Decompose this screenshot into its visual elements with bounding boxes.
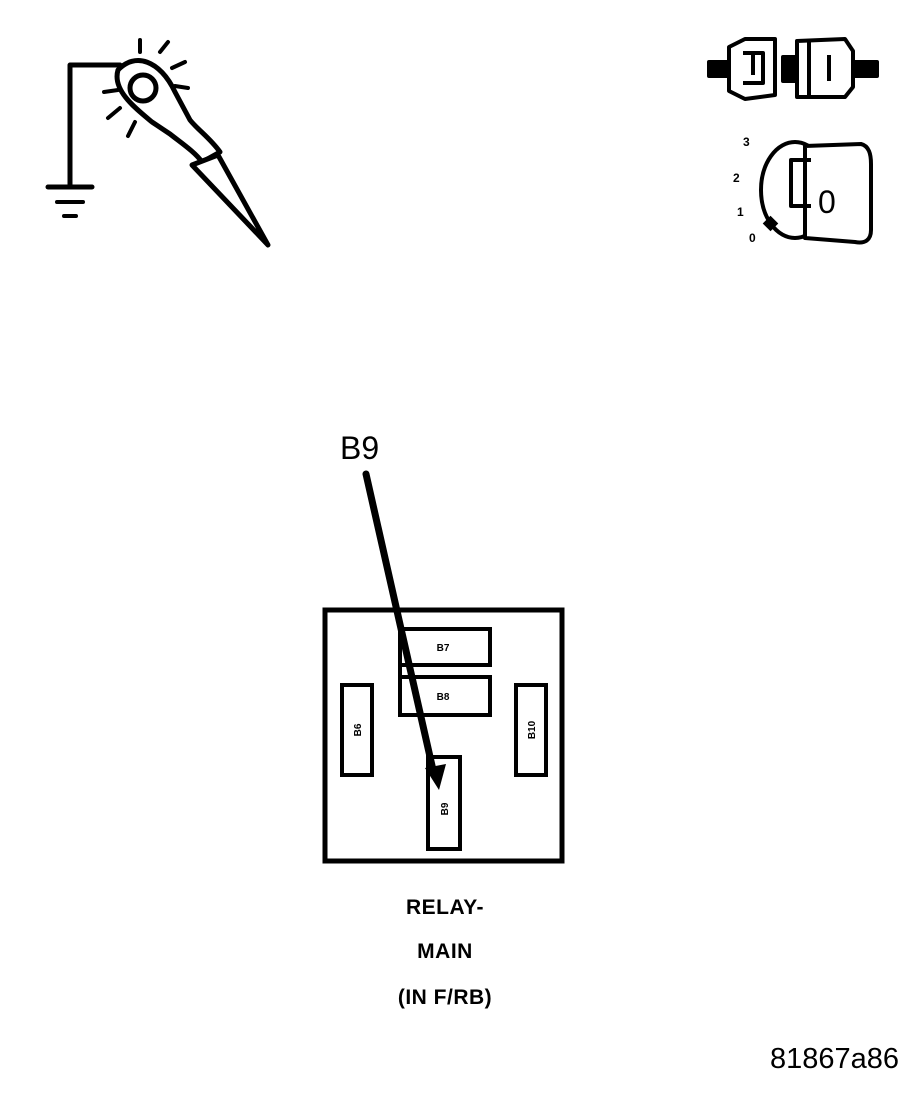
key-position-label: 0 <box>818 184 836 220</box>
figure-id: 81867a86 <box>769 1043 899 1075</box>
caption-line-1: RELAY- <box>405 896 485 919</box>
disconnected-connector-icon <box>707 37 879 101</box>
ignition-position-0: 0 <box>749 231 756 245</box>
terminal-b10 <box>514 683 548 777</box>
terminal-b7-label: B7 <box>437 643 450 654</box>
terminal-b8-label: B8 <box>437 692 450 703</box>
terminal-b10-label: B10 <box>527 720 538 739</box>
ignition-position-1: 1 <box>737 205 744 219</box>
ignition-position-2: 2 <box>733 171 740 185</box>
terminal-b6-label: B6 <box>353 723 364 736</box>
test-lamp-to-ground-icon <box>45 38 271 248</box>
ignition-position-3: 3 <box>743 135 750 149</box>
relay-main-socket: B7 B8 B6 B10 B9 <box>322 607 565 864</box>
caption-line-3: (IN F/RB) <box>397 986 493 1009</box>
ignition-key-off-icon: 3 2 1 0 0 <box>733 135 873 245</box>
terminal-b9-label: B9 <box>440 802 451 815</box>
caption-line-2: MAIN <box>417 940 473 963</box>
callout-label: B9 <box>340 430 380 466</box>
